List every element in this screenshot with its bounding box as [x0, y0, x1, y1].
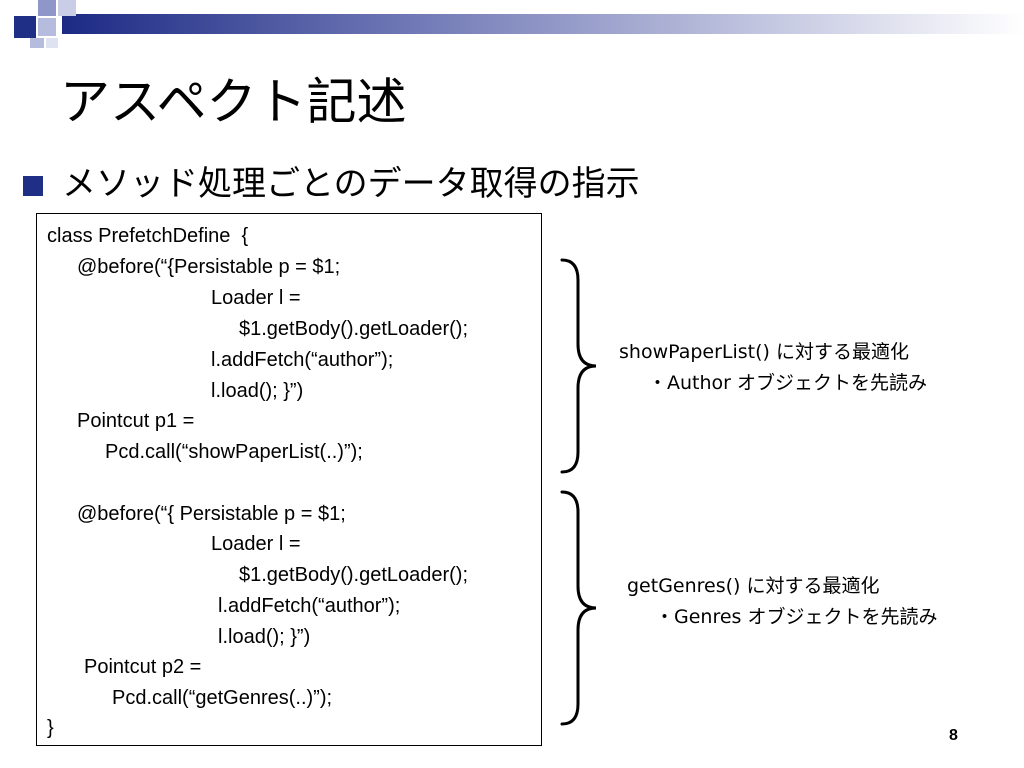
page-number: 8 [949, 727, 958, 744]
code-line: class PrefetchDefine { [47, 225, 249, 247]
curly-brace-icon [560, 490, 597, 726]
code-line: l.addFetch(“author”); [211, 349, 394, 371]
code-line: } [47, 717, 54, 739]
slide-title: アスペクト記述 [60, 73, 407, 131]
annotation-detail: ・Author オブジェクトを先読み [648, 372, 928, 394]
code-line: @before(“{ Persistable p = $1; [77, 503, 346, 525]
header-decoration [14, 0, 1024, 48]
code-line: l.load(); }”) [211, 380, 304, 402]
code-line: l.load(); }”) [218, 626, 311, 648]
code-line: Pcd.call(“getGenres(..)”); [112, 687, 333, 709]
code-line: Pcd.call(“showPaperList(..)”); [105, 441, 363, 463]
code-line: l.addFetch(“author”); [218, 595, 401, 617]
code-line: Pointcut p2 = [84, 656, 202, 678]
bullet-square-icon [23, 176, 43, 196]
code-line: $1.getBody().getLoader(); [239, 318, 469, 340]
code-line: Loader l = [211, 533, 301, 555]
code-box: class PrefetchDefine { @before(“{Persist… [36, 213, 542, 746]
annotation-method: getGenres() に対する最適化 [627, 575, 880, 597]
curly-brace-icon [560, 258, 597, 474]
annotation-detail: ・Genres オブジェクトを先読み [655, 606, 938, 628]
code-line: Pointcut p1 = [77, 410, 195, 432]
code-line: $1.getBody().getLoader(); [239, 564, 469, 586]
annotation-method: showPaperList() に対する最適化 [619, 341, 909, 363]
code-line: @before(“{Persistable p = $1; [77, 256, 341, 278]
bullet-text: メソッド処理ごとのデータ取得の指示 [62, 164, 640, 204]
code-line: Loader l = [211, 287, 301, 309]
